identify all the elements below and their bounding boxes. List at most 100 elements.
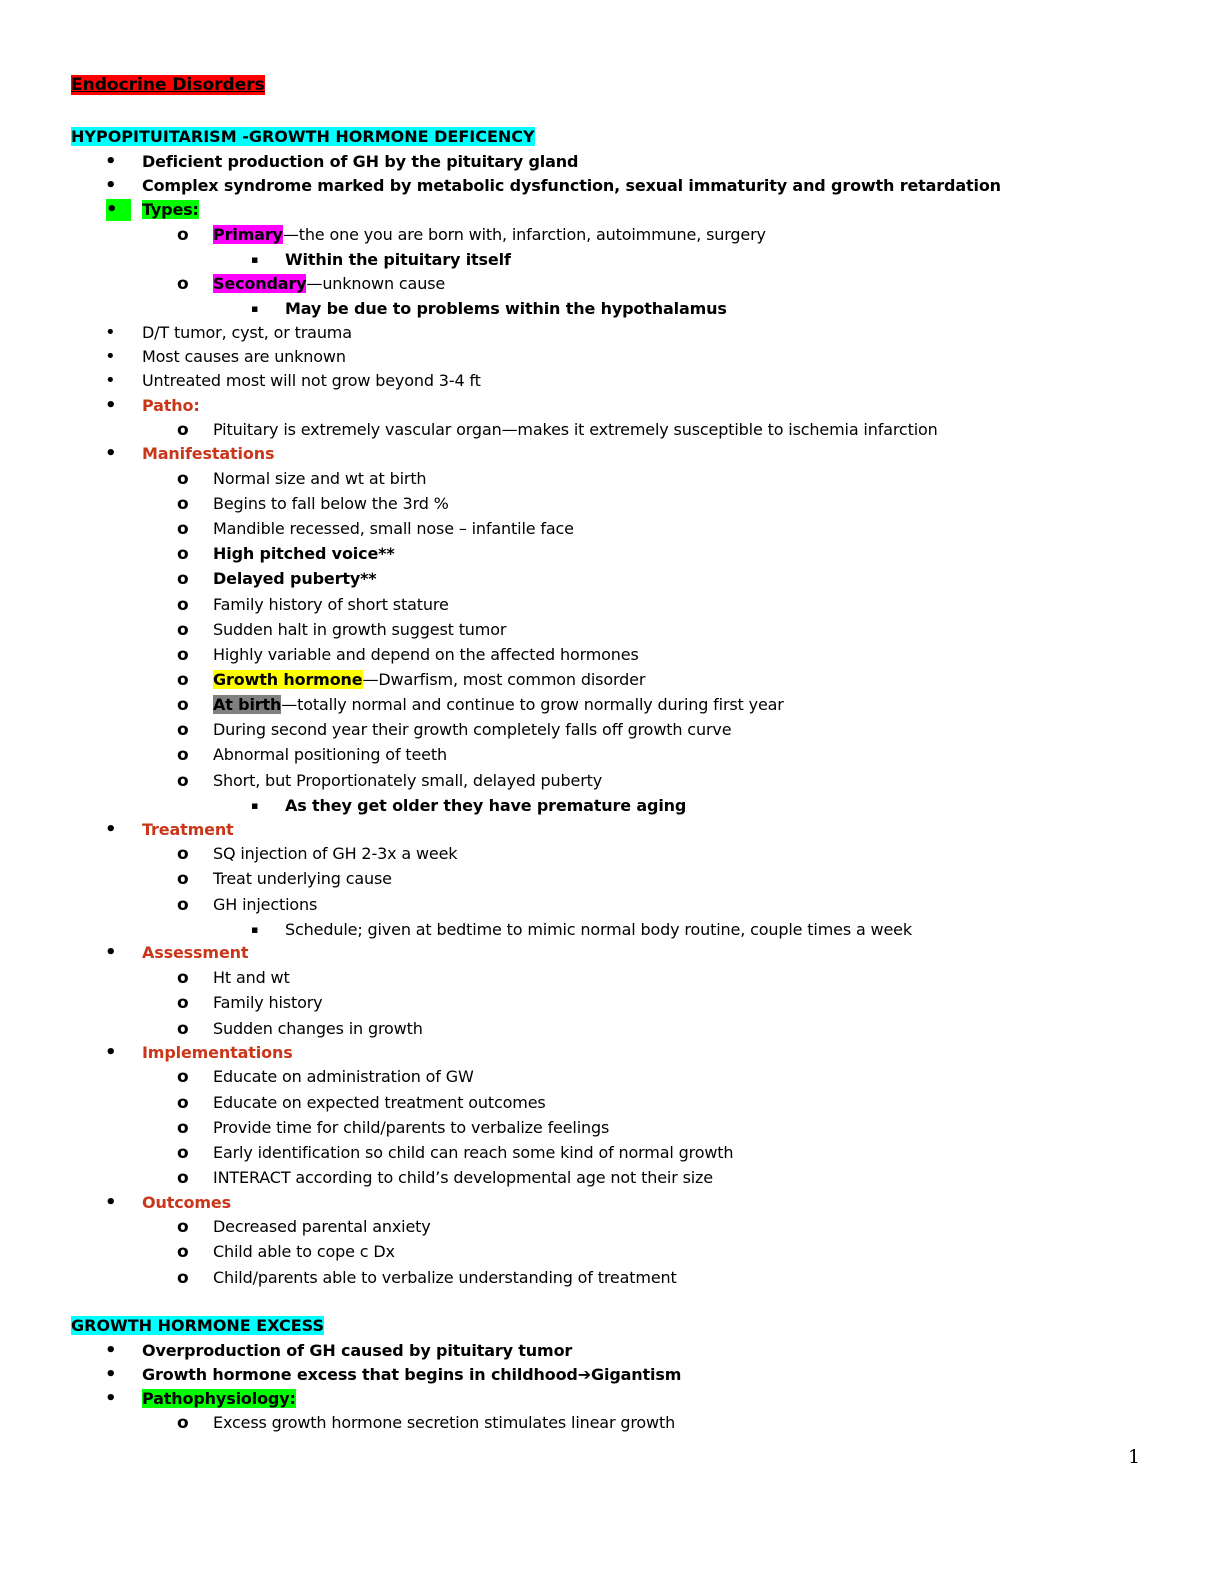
circle-bullet-icon: o [177,469,189,489]
circle-bullet-icon: o [177,1093,189,1113]
bullet-icon: • [105,819,117,840]
bullet-icon: • [105,1042,117,1063]
list-item-pathophysiology: •Pathophysiology: [105,1388,296,1409]
category-implementations: •Implementations [105,1042,293,1063]
section-heading-hypopituitarism: HYPOPITUITARISM -GROWTH HORMONE DEFICENC… [71,127,535,146]
circle-bullet-icon: o [177,895,189,915]
list-item: •Growth hormone excess that begins in ch… [105,1364,682,1385]
list-item: ▪Within the pituitary itself [251,250,511,269]
category-manifestations: •Manifestations [105,443,275,464]
circle-bullet-icon: o [177,645,189,665]
circle-bullet-icon: o [177,1019,189,1039]
bullet-icon: • [105,322,116,343]
circle-bullet-icon: o [177,1067,189,1087]
list-item: ▪May be due to problems within the hypot… [251,299,727,318]
category-treatment: •Treatment [105,819,234,840]
circle-bullet-icon: o [177,745,189,765]
category-patho: •Patho: [105,395,200,416]
square-bullet-icon: ▪ [251,799,259,812]
bullet-icon: • [105,1192,117,1213]
right-arrow-icon: ➔ [577,1365,591,1384]
list-item: •Deficient production of GH by the pitui… [105,151,579,172]
list-item: ▪Schedule; given at bedtime to mimic nor… [251,920,912,939]
list-item: •Most causes are unknown [105,346,346,367]
circle-bullet-icon: o [177,494,189,514]
bullet-icon: • [105,942,117,963]
circle-bullet-icon: o [177,1217,189,1237]
circle-bullet-icon: o [177,620,189,640]
page-number: 1 [1128,1446,1141,1468]
bullet-icon: • [105,346,116,367]
circle-bullet-icon: o [177,544,189,564]
circle-bullet-icon: o [177,519,189,539]
circle-bullet-icon: o [177,771,189,791]
circle-bullet-icon: o [177,420,189,440]
document-title: Endocrine Disorders [71,75,265,95]
circle-bullet-icon: o [177,225,189,245]
bullet-icon: • [105,1340,117,1361]
circle-bullet-icon: o [177,1268,189,1288]
bullet-icon: • [105,395,117,416]
circle-bullet-icon: o [177,1168,189,1188]
circle-bullet-icon: o [177,670,189,690]
circle-bullet-icon: o [177,869,189,889]
circle-bullet-icon: o [177,595,189,615]
circle-bullet-icon: o [177,844,189,864]
category-outcomes: •Outcomes [105,1192,231,1213]
bullet-icon: • [105,443,117,464]
category-assessment: •Assessment [105,942,249,963]
list-item: •Untreated most will not grow beyond 3-4… [105,370,481,391]
circle-bullet-icon: o [177,274,189,294]
bullet-icon: • [105,1388,117,1409]
square-bullet-icon: ▪ [251,302,259,315]
circle-bullet-icon: o [177,968,189,988]
list-item: ▪As they get older they have premature a… [251,796,687,815]
circle-bullet-icon: o [177,1143,189,1163]
list-item: •D/T tumor, cyst, or trauma [105,322,352,343]
list-item: •Overproduction of GH caused by pituitar… [105,1340,573,1361]
bullet-icon: • [105,1364,117,1385]
square-bullet-icon: ▪ [251,253,259,266]
circle-bullet-icon: o [177,1118,189,1138]
bullet-icon: • [106,199,132,221]
section-heading-gh-excess: GROWTH HORMONE EXCESS [71,1316,324,1335]
bullet-icon: • [105,370,116,391]
circle-bullet-icon: o [177,993,189,1013]
circle-bullet-icon: o [177,1242,189,1262]
circle-bullet-icon: o [177,695,189,715]
bullet-icon: • [105,151,117,172]
circle-bullet-icon: o [177,1413,189,1433]
circle-bullet-icon: o [177,569,189,589]
